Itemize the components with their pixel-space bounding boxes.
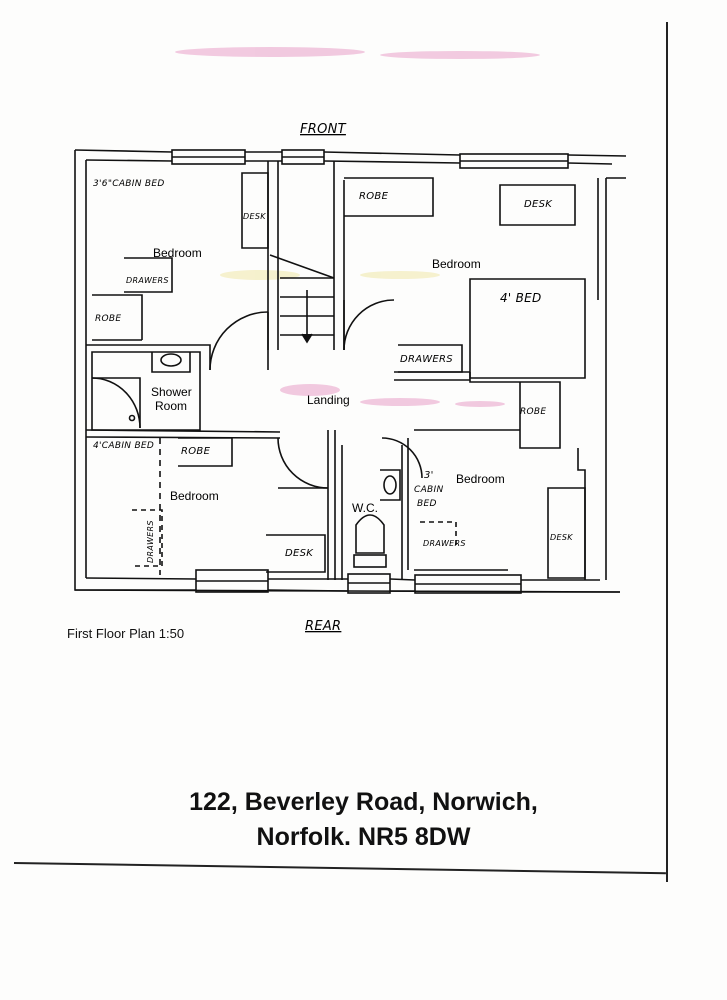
room-label-bedroom-bottomright: Bedroom [456,472,505,486]
room-label-wc: W.C. [352,501,378,515]
room-label-shower-line1: Shower [151,385,192,399]
page-right-edge [666,22,668,882]
furniture-cabin-bed-3-line3: BED [417,499,437,509]
room-label-shower-line2: Room [155,399,187,413]
furniture-robe-midright: ROBE [520,407,546,417]
plan-caption: First Floor Plan 1:50 [67,626,185,641]
furniture-desk-bottomleft: DESK [285,548,314,559]
room-label-landing: Landing [307,393,350,407]
furniture-cabin-bed-4: 4'CABIN BED [93,441,154,451]
furniture-desk-bottomright: DESK [550,533,573,542]
room-label-bedroom-topleft: Bedroom [153,246,202,260]
ink-smudges [175,47,540,407]
furniture-drawers-bottomright: DRAWERS [423,539,466,548]
furniture-cabin-bed-3-line2: CABIN [414,485,444,495]
address-line-1: 122, Beverley Road, Norwich, [189,788,538,816]
furniture-drawers-topright: DRAWERS [400,354,453,365]
furniture-drawers-topleft: DRAWERS [126,276,169,285]
furniture-bed-4ft: 4' BED [500,291,542,305]
furniture-robe-topright: ROBE [359,191,389,202]
furniture-cabin-bed-3-line1: 3' [424,470,434,481]
room-label-bedroom-topright: Bedroom [432,257,481,271]
rear-label: REAR [305,619,341,634]
address-line-2: Norfolk. NR5 8DW [256,823,471,851]
furniture-desk-topright: DESK [524,199,553,210]
furniture-cabin-bed-36: 3'6"CABIN BED [93,179,165,189]
front-label: FRONT [300,122,347,137]
room-label-bedroom-bottomleft: Bedroom [170,489,219,503]
furniture-robe-topleft: ROBE [95,314,121,324]
furniture-robe-bottomleft: ROBE [181,446,211,457]
furniture-drawers-bottomleft: DRAWERS [146,520,155,563]
furniture-desk-topleft: DESK [243,212,266,221]
